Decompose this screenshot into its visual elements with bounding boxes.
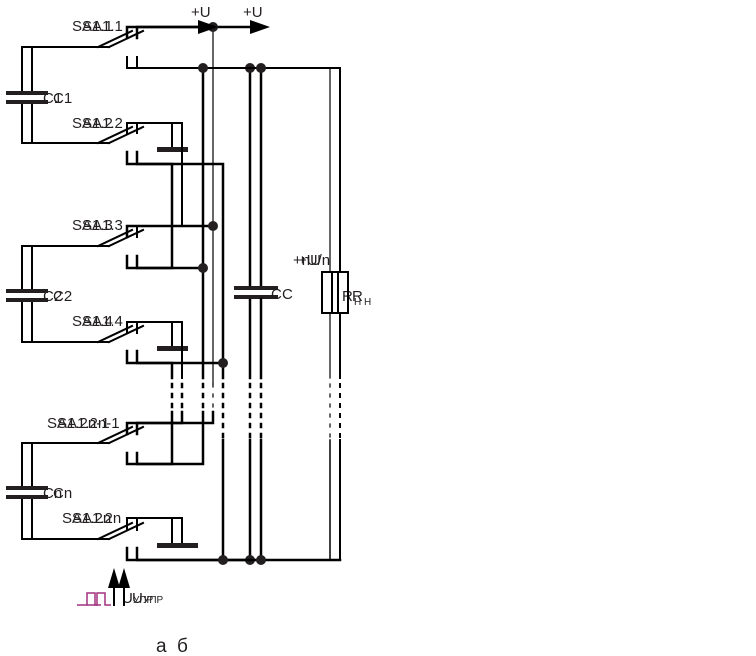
junction-node xyxy=(256,555,266,565)
capacitor-label: C1 xyxy=(53,90,72,107)
capacitor-label: Cn xyxy=(53,485,72,502)
capacitor-c1 xyxy=(16,91,48,95)
control-label: U xyxy=(132,590,143,607)
switch-sa1-3: SA1.3 xyxy=(82,217,205,270)
switch-sa1-1: SA1.1 xyxy=(82,18,341,69)
filter-capacitor xyxy=(245,286,278,290)
control-label: U xyxy=(122,590,133,607)
output-arrow-icon xyxy=(250,20,270,34)
load-resistor-subscript: H xyxy=(364,297,371,308)
wire xyxy=(21,245,99,291)
switch-label: SA1.1 xyxy=(82,18,123,35)
load-voltage-label: +U/n xyxy=(298,252,330,269)
filter-capacitor-label: C xyxy=(282,286,293,303)
load-voltage-label: +nU xyxy=(293,252,321,269)
switch-sa1-3: SA1.3 xyxy=(72,217,215,248)
switch-label: SA1.2n-1 xyxy=(47,415,110,432)
switch-label: SA1.2 xyxy=(72,115,113,132)
switch-label: SA1.2 xyxy=(82,115,123,132)
wire xyxy=(21,46,99,93)
switch-label: SA1.1 xyxy=(72,18,113,35)
ground-symbol xyxy=(157,147,188,152)
junction-node xyxy=(198,263,208,273)
output-label: +U xyxy=(191,4,211,21)
stage-1: C1 xyxy=(16,46,110,144)
control-label-subscript: УПР xyxy=(133,595,154,606)
switch-label: SA1.3 xyxy=(72,217,113,234)
junction-node xyxy=(198,63,208,73)
capacitor-label: C2 xyxy=(53,288,72,305)
switch-label: SA1.2n xyxy=(72,510,121,527)
control-arrow-icon xyxy=(118,568,130,588)
capacitor-c2 xyxy=(16,289,48,293)
stage-n: Cn xyxy=(16,442,110,540)
switch-sa1-4: SA1.4 xyxy=(82,313,225,379)
control-label-subscript: УПР xyxy=(143,595,164,606)
switch-sa1-2: SA1.2 xyxy=(82,115,225,365)
panel-caption: б xyxy=(177,636,188,656)
switch-sa1-2: SA1.2 xyxy=(72,115,174,270)
junction-node xyxy=(218,555,228,565)
ground-symbol xyxy=(157,346,188,351)
ground-symbol xyxy=(167,543,198,548)
output-label: +U xyxy=(243,4,263,21)
switch-sa1-2n: SA1.2n xyxy=(72,510,342,562)
capacitor-cn xyxy=(16,486,48,490)
pulse-icon xyxy=(87,592,111,606)
wire xyxy=(21,442,99,488)
switch-label: SA1.2n xyxy=(62,510,111,527)
panel-b-divider: C1 C2 Cn SA1.1 +U xyxy=(16,4,371,656)
switch-label: SA1.4 xyxy=(82,313,123,330)
load-resistor-label: R xyxy=(352,288,363,305)
panel-caption: а xyxy=(156,636,167,656)
junction-node xyxy=(256,63,266,73)
control-arrow-icon xyxy=(108,568,120,588)
load-resistor-subscript: H xyxy=(354,297,361,308)
stage-2: C2 xyxy=(16,245,110,343)
switch-sa1-2n-1: SA1.2n-1 xyxy=(57,410,205,466)
switch-label: SA1.2n-1 xyxy=(57,415,120,432)
filter-capacitor-label: C xyxy=(271,286,282,303)
output-arrow-icon xyxy=(198,20,218,34)
switch-label: SA1.3 xyxy=(82,217,123,234)
junction-node xyxy=(208,221,218,231)
load-resistor xyxy=(321,271,339,314)
switch-label: SA1.4 xyxy=(72,313,113,330)
junction-node xyxy=(218,358,228,368)
